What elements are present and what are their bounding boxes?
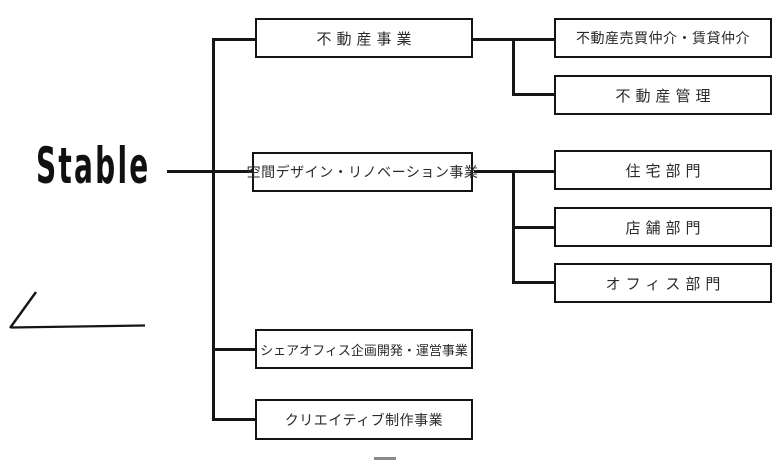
connector-branch-office xyxy=(512,281,555,284)
division-label-creative: クリエイティブ制作事業 xyxy=(284,411,444,428)
sub-label-property-management: 不動産管理 xyxy=(615,87,716,105)
division-label-real-estate: 不動産事業 xyxy=(316,30,417,48)
sub-label-sales-brokerage: 不動産売買仲介・賃貸仲介 xyxy=(576,30,750,46)
connector-trunk-vertical xyxy=(212,38,215,421)
connector-branch-share-office xyxy=(212,348,256,351)
sub-box-office: オフィス部門 xyxy=(554,263,772,303)
sub-label-office: オフィス部門 xyxy=(605,275,726,293)
logo-slash-underline-lines xyxy=(9,291,146,329)
connector-branch-real-estate xyxy=(212,38,256,41)
company-logo-text: Stable xyxy=(36,137,151,195)
sub-box-residential: 住宅部門 xyxy=(554,150,772,190)
division-box-creative: クリエイティブ制作事業 xyxy=(255,399,473,440)
logo-underline xyxy=(10,324,146,329)
connector-real-estate-vertical xyxy=(512,38,515,96)
connector-logo-to-trunk xyxy=(167,170,256,173)
connector-branch-creative xyxy=(212,418,256,421)
company-logo xyxy=(0,135,170,329)
division-box-real-estate: 不動産事業 xyxy=(255,18,473,58)
connector-branch-retail xyxy=(512,226,555,229)
division-box-space-design: 空間デザイン・リノベーション事業 xyxy=(247,152,478,192)
division-label-share-office: シェアオフィス企画開発・運営事業 xyxy=(260,342,468,358)
sub-label-residential: 住宅部門 xyxy=(625,162,706,180)
logo-slash-line xyxy=(9,291,37,329)
division-box-share-office: シェアオフィス企画開発・運営事業 xyxy=(255,329,473,369)
sub-box-retail: 店舗部門 xyxy=(554,207,772,247)
sub-box-property-management: 不動産管理 xyxy=(554,75,772,115)
division-label-space-design: 空間デザイン・リノベーション事業 xyxy=(246,164,479,180)
sub-box-sales-brokerage: 不動産売買仲介・賃貸仲介 xyxy=(554,18,772,58)
bottom-edge-artifact xyxy=(374,457,396,460)
connector-branch-property-management xyxy=(512,93,555,96)
sub-label-retail: 店舗部門 xyxy=(625,219,706,237)
